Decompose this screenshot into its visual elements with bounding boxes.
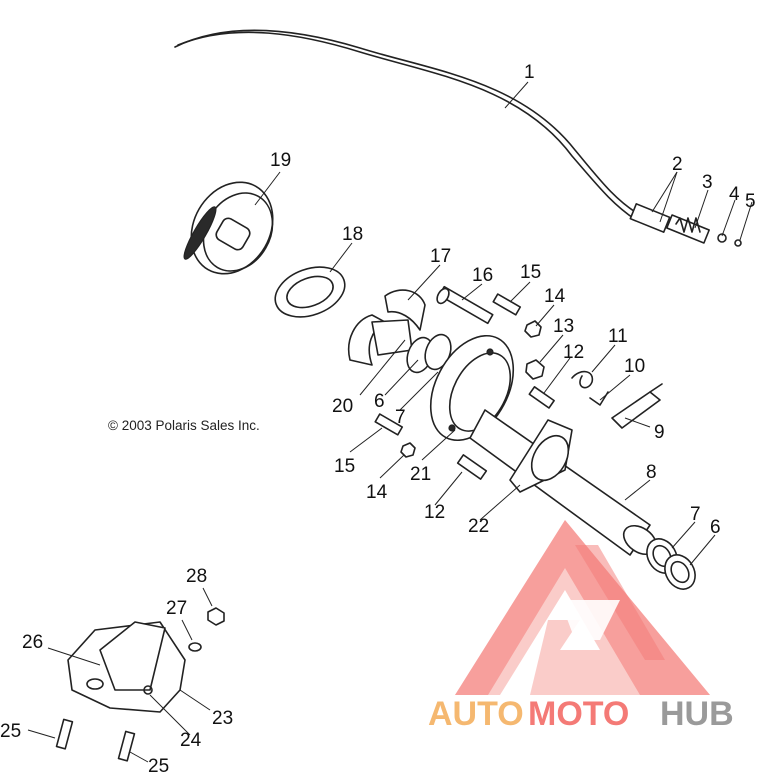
part-labels: 1 2 3 4 5 19 18 17 16 15 14 13 12 11 10 …: [0, 62, 756, 774]
part-bolts: [374, 293, 555, 480]
part-backing-plate: [429, 334, 515, 442]
label-15a: 15: [520, 262, 541, 283]
part-cable: [174, 29, 641, 221]
label-20: 20: [332, 396, 353, 417]
label-14b: 14: [366, 482, 388, 503]
label-25a: 25: [0, 721, 21, 742]
label-26: 26: [22, 632, 43, 653]
label-11: 11: [608, 326, 628, 347]
label-5: 5: [745, 191, 756, 212]
label-13: 13: [553, 316, 574, 337]
label-8: 8: [646, 462, 657, 483]
leader-lines: [27, 81, 753, 763]
label-25b: 25: [148, 756, 169, 774]
label-16: 16: [472, 265, 493, 286]
part-cable-fittings: [629, 203, 742, 247]
label-27: 27: [166, 598, 187, 619]
label-7b: 7: [690, 504, 701, 525]
label-10: 10: [624, 356, 645, 377]
label-17: 17: [430, 246, 451, 267]
label-24: 24: [180, 730, 202, 751]
copyright-text: © 2003 Polaris Sales Inc.: [108, 418, 260, 433]
part-brake-shoes: [348, 289, 426, 366]
label-3: 3: [702, 172, 713, 193]
part-brake-drum: [183, 181, 274, 275]
watermark-text-auto: AUTO: [428, 695, 524, 733]
part-lever-spring: [571, 370, 663, 429]
watermark-text-hub: HUB: [660, 695, 734, 733]
part-pin: [436, 285, 494, 325]
label-21: 21: [410, 464, 431, 485]
part-axle-tube: [469, 409, 658, 556]
label-6a: 6: [374, 391, 385, 412]
watermark-text-moto: MOTO: [528, 695, 629, 733]
label-18: 18: [342, 224, 363, 245]
part-outer-bearing: [646, 538, 696, 590]
part-seal-ring: [274, 266, 346, 318]
label-9: 9: [654, 422, 665, 443]
watermark-logo: AUTO MOTO HUB: [428, 520, 734, 733]
label-1: 1: [524, 62, 535, 83]
label-4: 4: [729, 184, 740, 205]
label-28: 28: [186, 566, 207, 587]
label-2: 2: [672, 154, 683, 175]
label-12a: 12: [563, 342, 584, 363]
label-15b: 15: [334, 456, 355, 477]
label-22: 22: [468, 516, 489, 537]
label-19: 19: [270, 150, 291, 171]
label-14a: 14: [544, 286, 566, 307]
label-23: 23: [212, 708, 233, 729]
label-7a: 7: [395, 407, 406, 428]
label-12b: 12: [424, 502, 445, 523]
label-6b: 6: [710, 517, 721, 538]
part-guard: [55, 607, 225, 762]
